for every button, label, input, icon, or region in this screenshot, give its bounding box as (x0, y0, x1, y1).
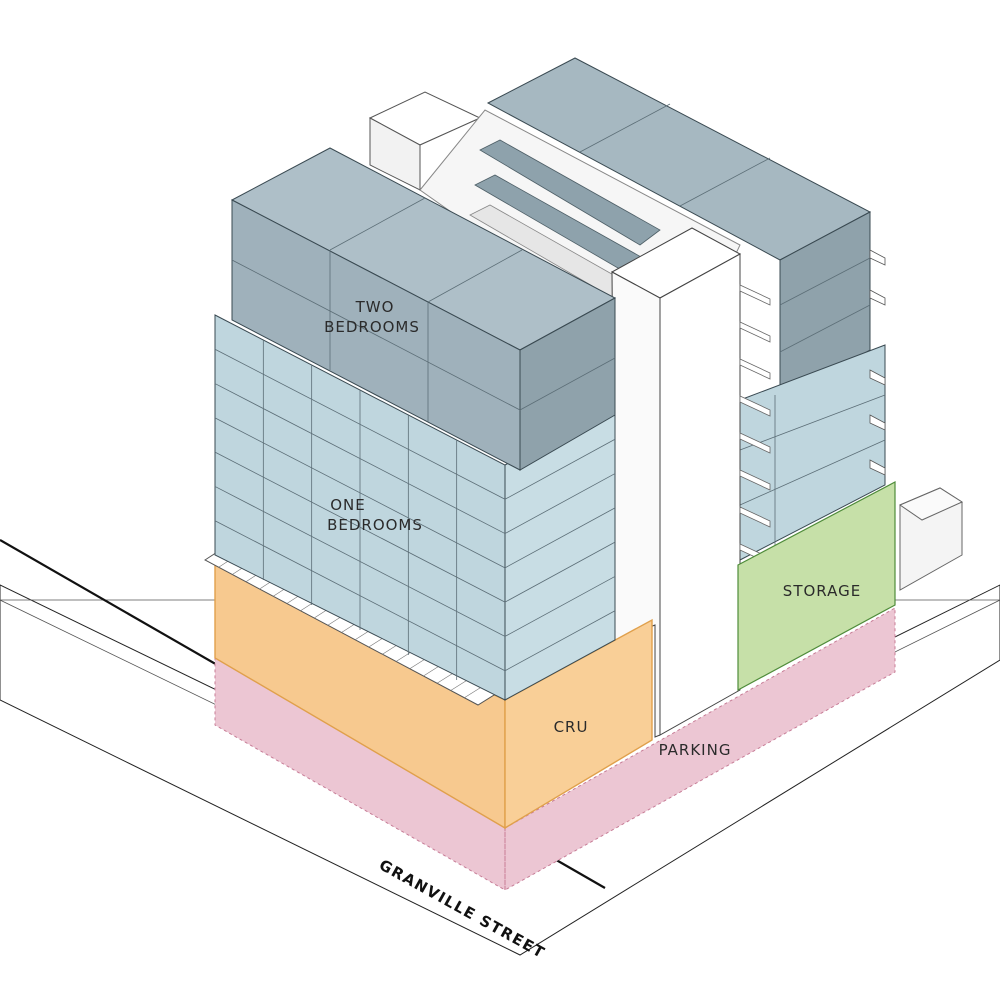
label-one-bedrooms-line1: ONE (330, 496, 366, 514)
label-one-bedrooms-line2: BEDROOMS (327, 516, 423, 534)
two-bedrooms-rear-block (486, 57, 872, 401)
label-storage: STORAGE (783, 582, 861, 600)
label-two-bedrooms-line1: TWO (355, 298, 395, 316)
label-two-bedrooms-line2: BEDROOMS (324, 318, 420, 336)
storage-volume (737, 481, 896, 692)
one-bedrooms-right-block (739, 344, 886, 561)
label-parking: PARKING (659, 741, 732, 759)
label-cru: CRU (554, 718, 589, 736)
parking-volume (214, 607, 896, 891)
two-bedrooms-volume (230, 147, 617, 471)
adjacent-wing (898, 487, 964, 591)
one-bedrooms-volume (214, 314, 616, 701)
balconies-right (869, 249, 886, 476)
elevator-core (610, 227, 742, 738)
